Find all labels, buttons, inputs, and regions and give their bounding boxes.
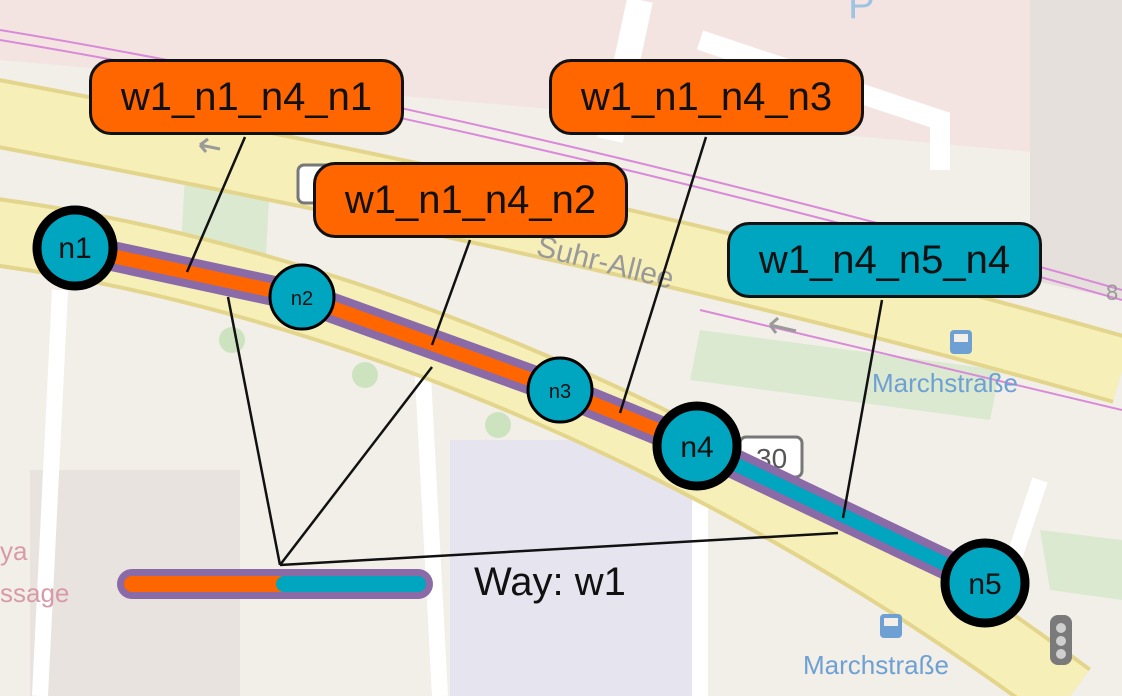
leader-line (226, 296, 282, 566)
node-label: n3 (549, 381, 571, 403)
segment-label-w1-n4-n5-n4: w1_n4_n5_n4 (727, 222, 1042, 298)
leader-line (430, 239, 472, 346)
place-label-fragment: ya (0, 536, 28, 566)
leader-line (618, 136, 708, 414)
side-street (412, 319, 448, 696)
node-circle (268, 263, 336, 331)
node-n4: n4 (652, 401, 742, 491)
node-n5: n5 (940, 538, 1030, 628)
oneway-arrow-icon (198, 137, 221, 153)
leader-line (185, 136, 247, 273)
leader-line (279, 366, 433, 566)
node-label: n2 (291, 288, 313, 310)
tree-icon (219, 327, 245, 353)
leader-lines (185, 136, 884, 567)
node-n1: n1 (32, 205, 118, 291)
side-street (32, 289, 68, 696)
leader-line (279, 531, 839, 567)
segment-label-w1-n1-n4-n2: w1_n1_n4_n2 (313, 162, 628, 238)
segment-label-w1-n1-n4-n3: w1_n1_n4_n3 (549, 59, 864, 135)
oneway-arrow-icon (768, 316, 797, 334)
node-circle (526, 356, 594, 424)
node-label: n1 (58, 232, 91, 265)
segment-label-w1-n1-n4-n1: w1_n1_n4_n1 (89, 59, 404, 135)
way-segment-n1-n4 (73, 241, 700, 453)
node-label: n4 (680, 431, 713, 464)
place-label-fragment: ssage (0, 578, 69, 608)
bus-stop-icon (950, 330, 972, 354)
node-circle (652, 401, 742, 491)
bus-stop-icon (880, 614, 902, 638)
parking-label: P (848, 0, 875, 27)
leader-line (841, 299, 884, 519)
way-w1 (60, 233, 1000, 598)
house-number-label: 8 (1106, 280, 1118, 305)
node-n3: n3 (526, 356, 594, 424)
way-segment-n4-n5 (693, 439, 989, 590)
building-block (450, 440, 700, 696)
green-area (1040, 530, 1122, 600)
tree-icon (485, 412, 511, 438)
node-label: n5 (968, 568, 1001, 601)
bus-stop-label: Marchstraße (803, 650, 949, 680)
building-block (1030, 0, 1122, 300)
node-circle (32, 205, 118, 291)
node-circle (940, 538, 1030, 628)
green-area (690, 330, 1000, 420)
transit-line (699, 309, 1122, 411)
tree-icon (352, 362, 378, 388)
way-label: Way: w1 (474, 560, 626, 604)
bus-stop-label: Marchstraße (872, 368, 1018, 398)
traffic-signal-icon (1050, 615, 1072, 665)
node-n2: n2 (268, 263, 336, 331)
